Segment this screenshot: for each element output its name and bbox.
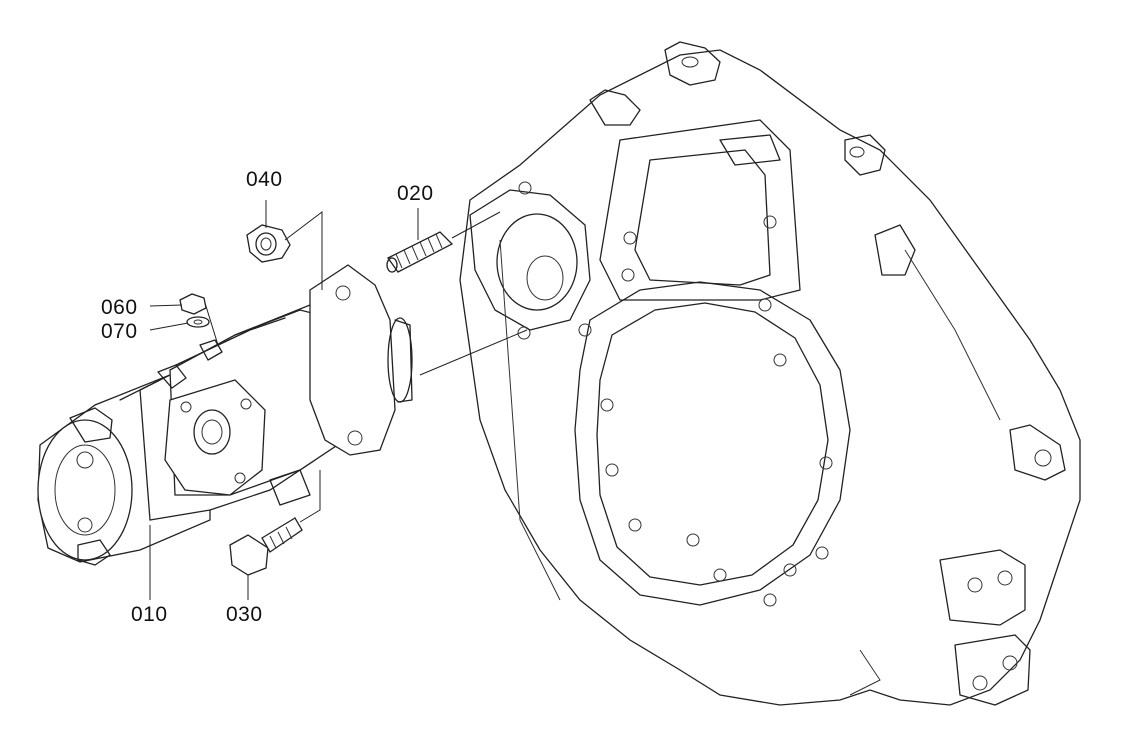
part-label-070: 070 <box>101 320 138 343</box>
bolt <box>229 517 303 576</box>
hex-nut <box>246 224 291 263</box>
flywheel-housing <box>459 41 1081 706</box>
part-label-060: 060 <box>101 296 138 319</box>
starter-motor <box>37 264 413 566</box>
part-label-040: 040 <box>246 168 283 191</box>
leader-lines <box>149 200 528 600</box>
part-label-030: 030 <box>226 603 263 626</box>
stud-bolt <box>386 231 454 273</box>
part-label-010: 010 <box>131 603 168 626</box>
small-nut <box>179 293 207 315</box>
bolt-holes <box>578 215 833 607</box>
washer <box>186 316 210 328</box>
part-label-020: 020 <box>397 182 434 205</box>
